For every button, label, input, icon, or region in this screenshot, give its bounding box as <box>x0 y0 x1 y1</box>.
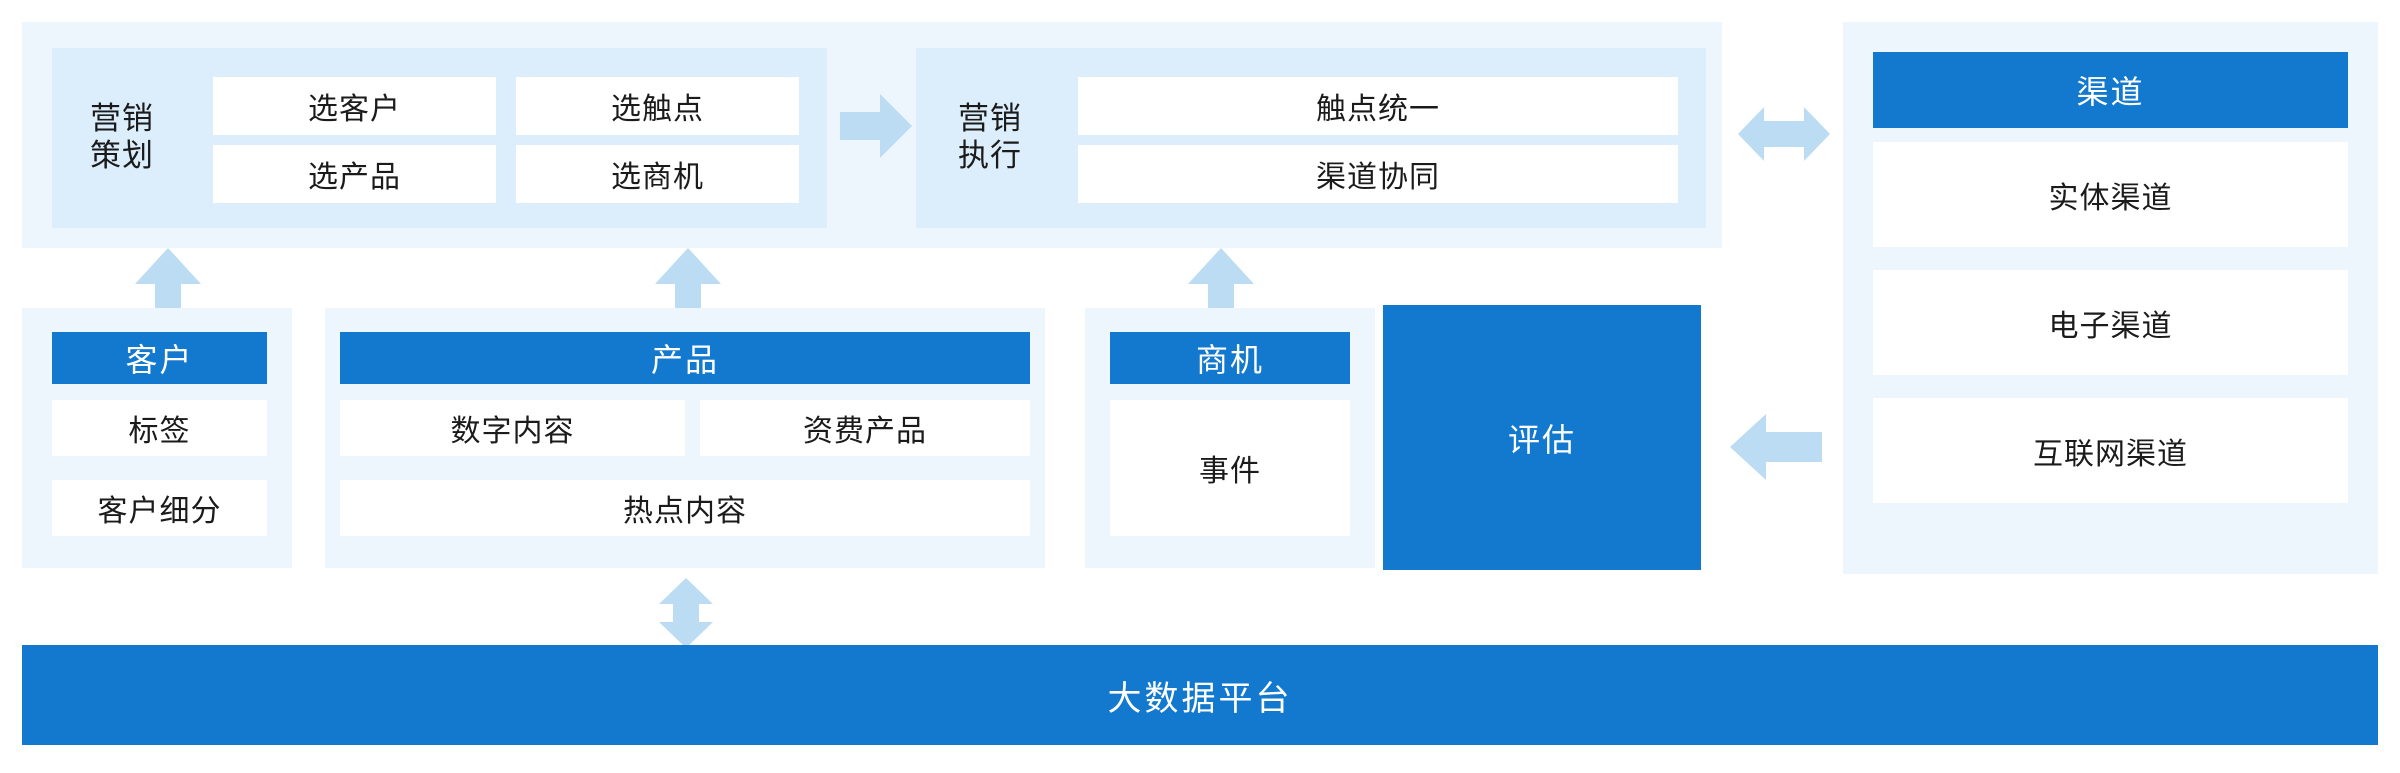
arrow-channel-to-evaluation-icon <box>1730 414 1822 480</box>
product-item-tariff-product[interactable]: 资费产品 <box>700 400 1030 456</box>
arrow-product-to-planning-icon <box>655 248 721 318</box>
planning-item-select-product[interactable]: 选产品 <box>213 145 496 203</box>
marketing-execution-label: 营销 执行 <box>930 48 1050 228</box>
arrow-product-to-bigdata-icon <box>659 578 713 648</box>
arrow-opportunity-to-execution-icon <box>1188 248 1254 318</box>
arrow-planning-to-execution-icon <box>840 94 912 158</box>
execution-item-channel-synergy[interactable]: 渠道协同 <box>1078 145 1678 203</box>
planning-item-select-touchpoint[interactable]: 选触点 <box>516 77 799 135</box>
channel-header: 渠道 <box>1873 52 2348 128</box>
opportunity-item-event[interactable]: 事件 <box>1110 400 1350 536</box>
execution-label-line1: 营销 <box>958 101 1022 137</box>
arrow-customer-to-planning-icon <box>135 248 201 318</box>
execution-item-touchpoint-unify[interactable]: 触点统一 <box>1078 77 1678 135</box>
customer-item-tag[interactable]: 标签 <box>52 400 267 456</box>
product-item-digital-content[interactable]: 数字内容 <box>340 400 685 456</box>
evaluation-block[interactable]: 评估 <box>1383 305 1701 570</box>
opportunity-header: 商机 <box>1110 332 1350 384</box>
customer-header: 客户 <box>52 332 267 384</box>
channel-item-electronic[interactable]: 电子渠道 <box>1873 270 2348 375</box>
planning-label-line2: 策划 <box>90 138 154 173</box>
product-header: 产品 <box>340 332 1030 384</box>
customer-item-segmentation[interactable]: 客户细分 <box>52 480 267 536</box>
planning-item-select-customer[interactable]: 选客户 <box>213 77 496 135</box>
product-item-hot-content[interactable]: 热点内容 <box>340 480 1030 536</box>
marketing-planning-label: 营销 策划 <box>62 48 182 228</box>
execution-label-line2: 执行 <box>958 138 1022 173</box>
big-data-platform-bar: 大数据平台 <box>22 645 2378 745</box>
arrow-execution-to-channel-icon <box>1738 107 1830 161</box>
channel-item-physical[interactable]: 实体渠道 <box>1873 142 2348 247</box>
planning-item-select-opportunity[interactable]: 选商机 <box>516 145 799 203</box>
channel-item-internet[interactable]: 互联网渠道 <box>1873 398 2348 503</box>
planning-label-line1: 营销 <box>90 101 154 137</box>
